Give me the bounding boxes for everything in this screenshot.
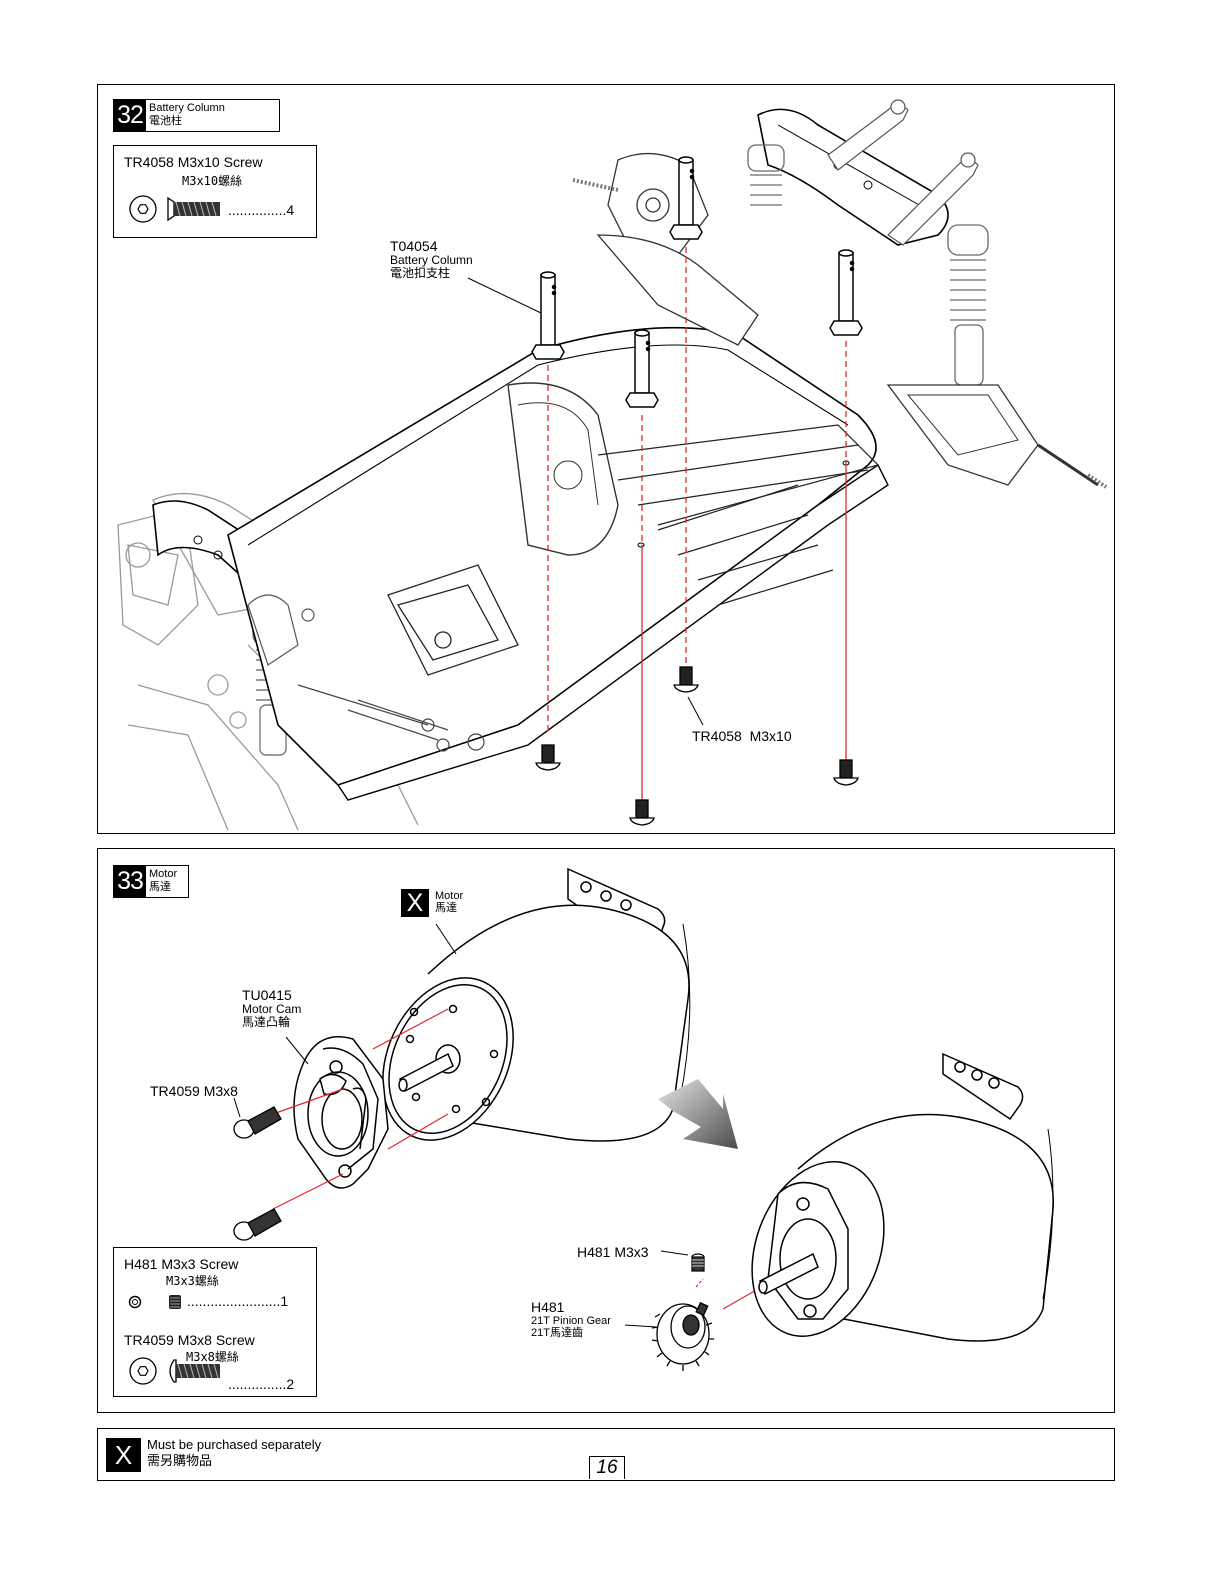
callout-name-zh: 馬達凸輪 <box>242 1015 291 1029</box>
battery-column-icon <box>531 271 565 360</box>
step-title: Motor 馬達 <box>149 868 178 893</box>
part-name: H481 M3x3 Screw <box>124 1256 239 1272</box>
step-number: 33 <box>114 866 146 897</box>
callout-name-en: Battery Column <box>390 253 473 267</box>
part-qty: 1 <box>280 1293 289 1309</box>
button-screw-icon <box>233 1208 282 1241</box>
screw-icon <box>535 744 561 771</box>
callout-name-en: Motor Cam <box>242 1002 302 1016</box>
part-qty: 4 <box>286 202 295 218</box>
step-title: Battery Column 電池柱 <box>149 102 225 127</box>
battery-column-icon <box>669 156 703 240</box>
button-screw-icon <box>169 1359 177 1383</box>
part-name-zh: M3x8螺絲 <box>186 1350 239 1364</box>
part-name-zh: M3x10螺絲 <box>182 174 243 188</box>
x-badge: X <box>401 889 429 917</box>
step-number: 32 <box>114 100 146 131</box>
part-dots: ...............4 <box>228 202 295 218</box>
set-screw-icon <box>691 1253 705 1272</box>
part-name: TR4059 M3x8 Screw <box>124 1332 255 1348</box>
motor-assembled-icon <box>751 1052 1054 1342</box>
note-en: Must be purchased separately <box>147 1437 322 1452</box>
chassis-illustration <box>117 99 1108 831</box>
callout-code: TU0415 <box>242 987 292 1003</box>
screw-icon <box>629 799 655 826</box>
callout-code: H481 <box>531 1299 565 1315</box>
motor-illustration <box>233 867 1054 1371</box>
button-screw-icon <box>233 1106 282 1139</box>
part-dots: ...............2 <box>228 1376 295 1392</box>
callout-pinion: H481 21T Pinion Gear 21T馬達齒 <box>531 1299 611 1339</box>
motor-name: Motor 馬達 <box>435 890 464 914</box>
note-zh: 需另購物品 <box>147 1453 213 1468</box>
callout-battery-column: T04054 Battery Column 電池扣支柱 <box>390 238 473 280</box>
callout-motor-cam: TU0415 Motor Cam 馬達凸輪 <box>242 987 301 1029</box>
battery-column-icon <box>829 249 863 336</box>
battery-column-icon <box>625 329 659 408</box>
callout-screw: TR4058 M3x10 <box>692 728 792 744</box>
motor-cam-icon <box>293 1036 389 1189</box>
footer-text: Must be purchased separately 需另購物品 <box>147 1437 321 1469</box>
step-33-parts-box: H481 M3x3 Screw M3x3螺絲 .................… <box>113 1247 317 1397</box>
arrow-icon <box>658 1079 738 1149</box>
step-33-panel: 33 Motor 馬達 X Motor 馬達 TU0415 Motor Cam … <box>97 848 1115 1413</box>
screw-icon <box>673 666 699 693</box>
step-32-parts-box: TR4058 M3x10 Screw M3x10螺絲 .............… <box>113 145 317 238</box>
callout-setscrew: H481 M3x3 <box>577 1244 649 1260</box>
step-32-panel: 32 Battery Column 電池柱 TR4058 M3x10 Screw… <box>97 84 1115 834</box>
part-qty: 2 <box>286 1376 295 1392</box>
step-32-header: 32 Battery Column 電池柱 <box>113 99 280 132</box>
callout-code: T04054 <box>390 238 438 254</box>
page-number: 16 <box>589 1456 625 1479</box>
pinion-gear-icon <box>651 1301 714 1371</box>
parts-icons <box>128 1295 220 1385</box>
part-dots: ........................1 <box>187 1293 289 1309</box>
part-name-zh: M3x3螺絲 <box>166 1274 219 1288</box>
callout-name-en: 21T Pinion Gear <box>531 1315 611 1327</box>
x-badge: X <box>106 1438 141 1472</box>
screw-icon <box>833 759 859 786</box>
callout-name-zh: 電池扣支柱 <box>390 266 451 280</box>
screw-end-icon <box>129 1357 157 1385</box>
footer-note: X Must be purchased separately 需另購物品 16 <box>97 1428 1115 1481</box>
set-screw-end-icon <box>128 1295 142 1309</box>
motor-icon <box>382 867 690 1142</box>
flat-head-screw-icon <box>129 195 220 223</box>
callout-screw-m3x8: TR4059 M3x8 <box>150 1083 238 1099</box>
step-33-header: 33 Motor 馬達 <box>113 865 189 898</box>
part-name: TR4058 M3x10 Screw <box>124 154 263 170</box>
callout-name-zh: 21T馬達齒 <box>531 1327 583 1339</box>
